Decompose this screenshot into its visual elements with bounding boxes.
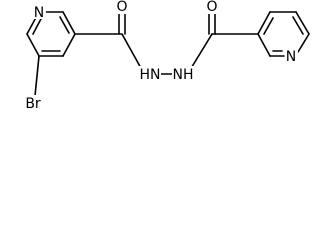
label-bg-br — [22, 95, 44, 110]
atom-label-o-left: O — [116, 0, 127, 15]
label-bg-hn-left — [139, 66, 161, 81]
chemical-structure-diagram: N O HN NH O N Br — [22, 0, 310, 112]
double-bond-inner-c2-c3 — [59, 16, 70, 34]
double-bond-inner-r-c1-c6 — [292, 16, 304, 35]
bond-c5-br — [34, 55, 40, 97]
bond-r-c1-c6 — [295, 11, 310, 35]
double-bond-inner-r-c3-c2 — [263, 17, 274, 35]
atom-label-br: Br — [25, 96, 41, 112]
atom-label-nh-right: NH — [173, 67, 194, 83]
bond-c5-c6 — [26, 33, 40, 57]
bond-c2-c3 — [62, 11, 76, 35]
label-bg-o-left — [116, 0, 129, 14]
double-bond-inner-c6-n1 — [32, 16, 43, 35]
bond-r-c3-c2 — [257, 11, 271, 35]
atom-label-o-right: O — [206, 0, 217, 15]
atom-label-hn-left: HN — [140, 67, 161, 83]
bond-nh-to-carbonyl-right — [189, 33, 213, 71]
atom-label-n-left: N — [34, 5, 44, 21]
right-pyridine-ring — [257, 11, 310, 57]
atom-label-n-right: N — [286, 49, 296, 65]
label-bg-n-right — [285, 48, 298, 63]
bond-r-c6-n5 — [297, 33, 310, 53]
label-bg-o-right — [206, 0, 219, 14]
bond-r-c4-c3 — [257, 33, 271, 57]
left-pyridine-ring — [26, 11, 76, 57]
bond-carbonyl-left-to-hn — [121, 33, 143, 71]
bond-c3-c4 — [62, 33, 76, 57]
label-bg-nh-right — [172, 66, 194, 81]
label-bg-n-left — [33, 4, 46, 19]
